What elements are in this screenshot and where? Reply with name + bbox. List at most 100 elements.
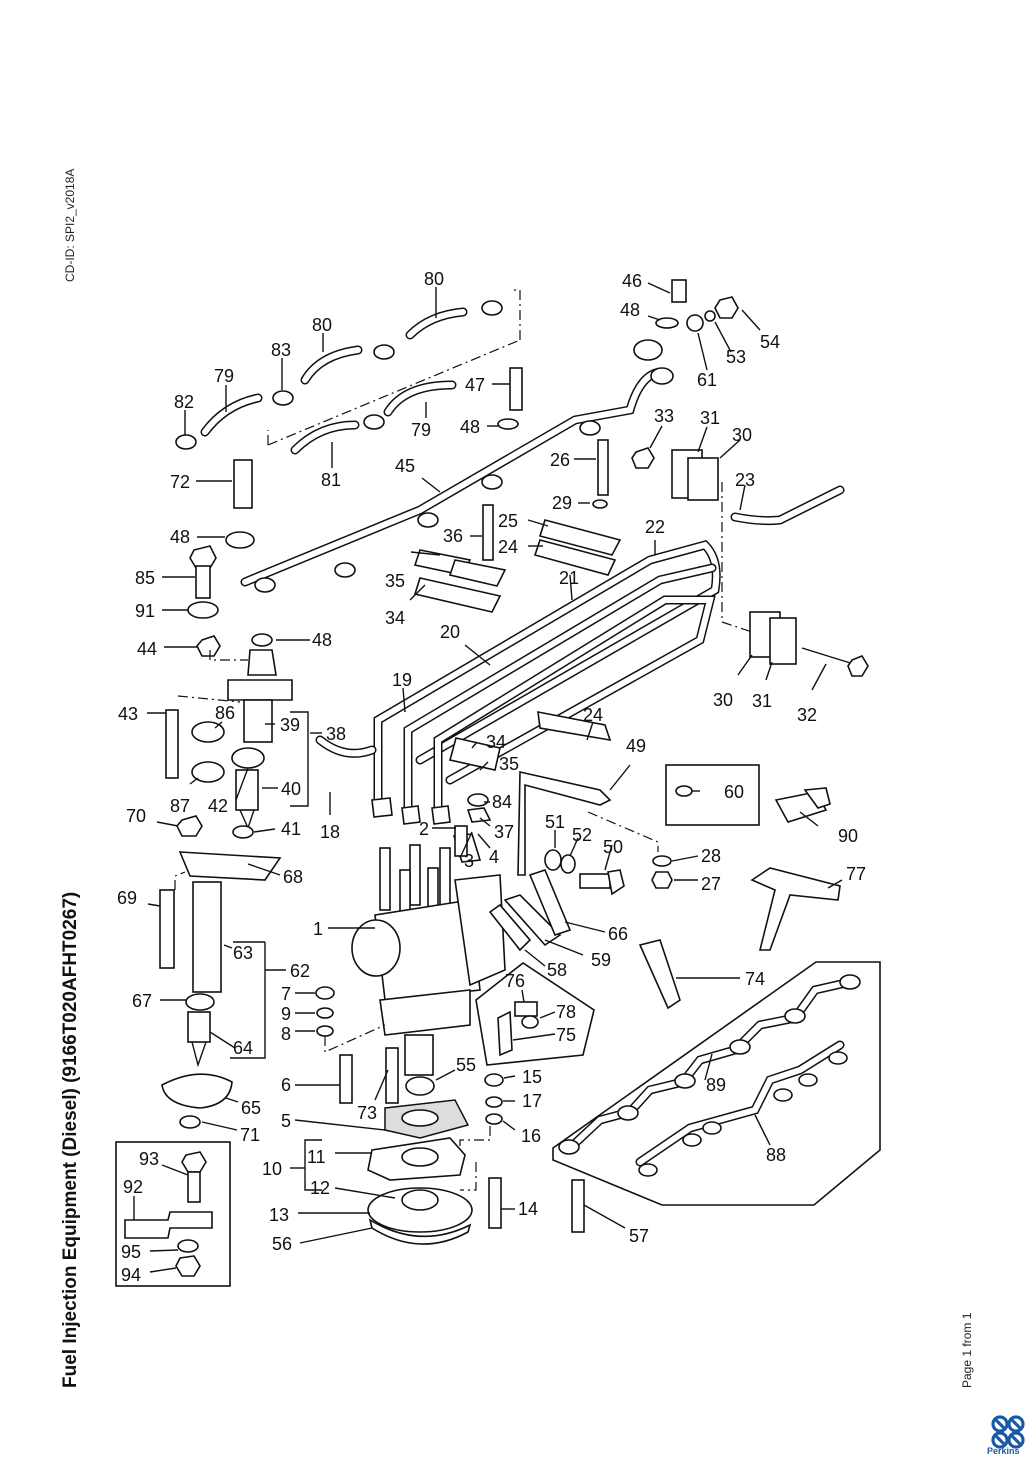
pipe-sets-88-89 — [558, 974, 861, 1177]
callout-45: 45 — [395, 456, 415, 476]
callout-92: 92 — [123, 1177, 143, 1197]
callout-48: 48 — [312, 630, 332, 650]
callout-13: 13 — [269, 1205, 289, 1225]
callout-20: 20 — [440, 622, 460, 642]
callout-79: 79 — [214, 366, 234, 386]
callout-48: 48 — [620, 300, 640, 320]
control-levers — [488, 787, 841, 1010]
callout-7: 7 — [281, 984, 291, 1004]
callout-47: 47 — [465, 375, 485, 395]
callout-61: 61 — [697, 370, 717, 390]
callout-9: 9 — [281, 1004, 291, 1024]
callout-30: 30 — [713, 690, 733, 710]
banjo-fittings — [633, 279, 739, 361]
callout-59: 59 — [591, 950, 611, 970]
callout-4: 4 — [489, 847, 499, 867]
injector-lower-assembly — [159, 815, 282, 1129]
callout-12: 12 — [310, 1178, 330, 1198]
callout-88: 88 — [766, 1145, 786, 1165]
callout-6: 6 — [281, 1075, 291, 1095]
callout-60: 60 — [724, 782, 744, 802]
callout-63: 63 — [233, 943, 253, 963]
callout-16: 16 — [521, 1126, 541, 1146]
callout-79: 79 — [411, 420, 431, 440]
callout-1: 1 — [313, 919, 323, 939]
brand-name: Perkins — [987, 1446, 1020, 1456]
callout-91: 91 — [135, 601, 155, 621]
pump-adaptor-stack — [304, 1099, 473, 1245]
callout-28: 28 — [701, 846, 721, 866]
callout-32: 32 — [797, 705, 817, 725]
callout-70: 70 — [126, 806, 146, 826]
callout-54: 54 — [760, 332, 780, 352]
callout-80: 80 — [312, 315, 332, 335]
callout-48: 48 — [170, 527, 190, 547]
callout-24: 24 — [498, 537, 518, 557]
callout-34: 34 — [486, 732, 506, 752]
callout-37: 37 — [494, 822, 514, 842]
injector-assembly — [165, 649, 309, 839]
callout-56: 56 — [272, 1234, 292, 1254]
bracket-92-parts — [124, 1151, 213, 1277]
callout-76: 76 — [505, 971, 525, 991]
callout-17: 17 — [522, 1091, 542, 1111]
fuel-injection-pump — [351, 833, 506, 1076]
callout-36: 36 — [443, 526, 463, 546]
callout-31: 31 — [700, 408, 720, 428]
leak-off-hoses — [175, 289, 521, 455]
bolts-and-washers — [187, 367, 523, 657]
callout-24: 24 — [583, 705, 603, 725]
callout-74: 74 — [745, 969, 765, 989]
callout-48: 48 — [460, 417, 480, 437]
callout-53: 53 — [726, 347, 746, 367]
callout-29: 29 — [552, 493, 572, 513]
callout-71: 71 — [240, 1125, 260, 1145]
callout-85: 85 — [135, 568, 155, 588]
callout-68: 68 — [283, 867, 303, 887]
callout-83: 83 — [271, 340, 291, 360]
hardware-small — [315, 986, 585, 1233]
callout-5: 5 — [281, 1111, 291, 1131]
callout-84: 84 — [492, 792, 512, 812]
callout-25: 25 — [498, 511, 518, 531]
callout-35: 35 — [499, 754, 519, 774]
high-pressure-pipes — [315, 539, 721, 825]
callout-34: 34 — [385, 608, 405, 628]
callout-23: 23 — [735, 470, 755, 490]
callout-49: 49 — [626, 736, 646, 756]
callout-75: 75 — [556, 1025, 576, 1045]
callout-26: 26 — [550, 450, 570, 470]
callout-72: 72 — [170, 472, 190, 492]
callout-40: 40 — [281, 779, 301, 799]
callout-42: 42 — [208, 796, 228, 816]
callout-44: 44 — [137, 639, 157, 659]
callout-66: 66 — [608, 924, 628, 944]
callout-82: 82 — [174, 392, 194, 412]
callout-55: 55 — [456, 1055, 476, 1075]
callout-58: 58 — [547, 960, 567, 980]
callout-38: 38 — [326, 724, 346, 744]
leak-off-pipe — [240, 367, 674, 593]
callout-30: 30 — [732, 425, 752, 445]
callout-2: 2 — [419, 819, 429, 839]
callout-80: 80 — [424, 269, 444, 289]
callout-51: 51 — [545, 812, 565, 832]
callout-57: 57 — [629, 1226, 649, 1246]
callout-52: 52 — [572, 825, 592, 845]
callout-22: 22 — [645, 517, 665, 537]
callout-90: 90 — [838, 826, 858, 846]
callout-93: 93 — [139, 1149, 159, 1169]
callout-14: 14 — [518, 1199, 538, 1219]
callout-39: 39 — [280, 715, 300, 735]
callout-62: 62 — [290, 961, 310, 981]
inset-box-bracket — [115, 1141, 231, 1287]
callout-77: 77 — [846, 864, 866, 884]
callout-41: 41 — [281, 819, 301, 839]
callout-labels: 80 80 83 79 82 79 81 47 48 45 72 48 85 9… — [117, 269, 866, 1285]
leader-lines — [133, 282, 843, 1273]
callout-33: 33 — [654, 406, 674, 426]
callout-43: 43 — [118, 704, 138, 724]
callout-19: 19 — [392, 670, 412, 690]
callout-69: 69 — [117, 888, 137, 908]
